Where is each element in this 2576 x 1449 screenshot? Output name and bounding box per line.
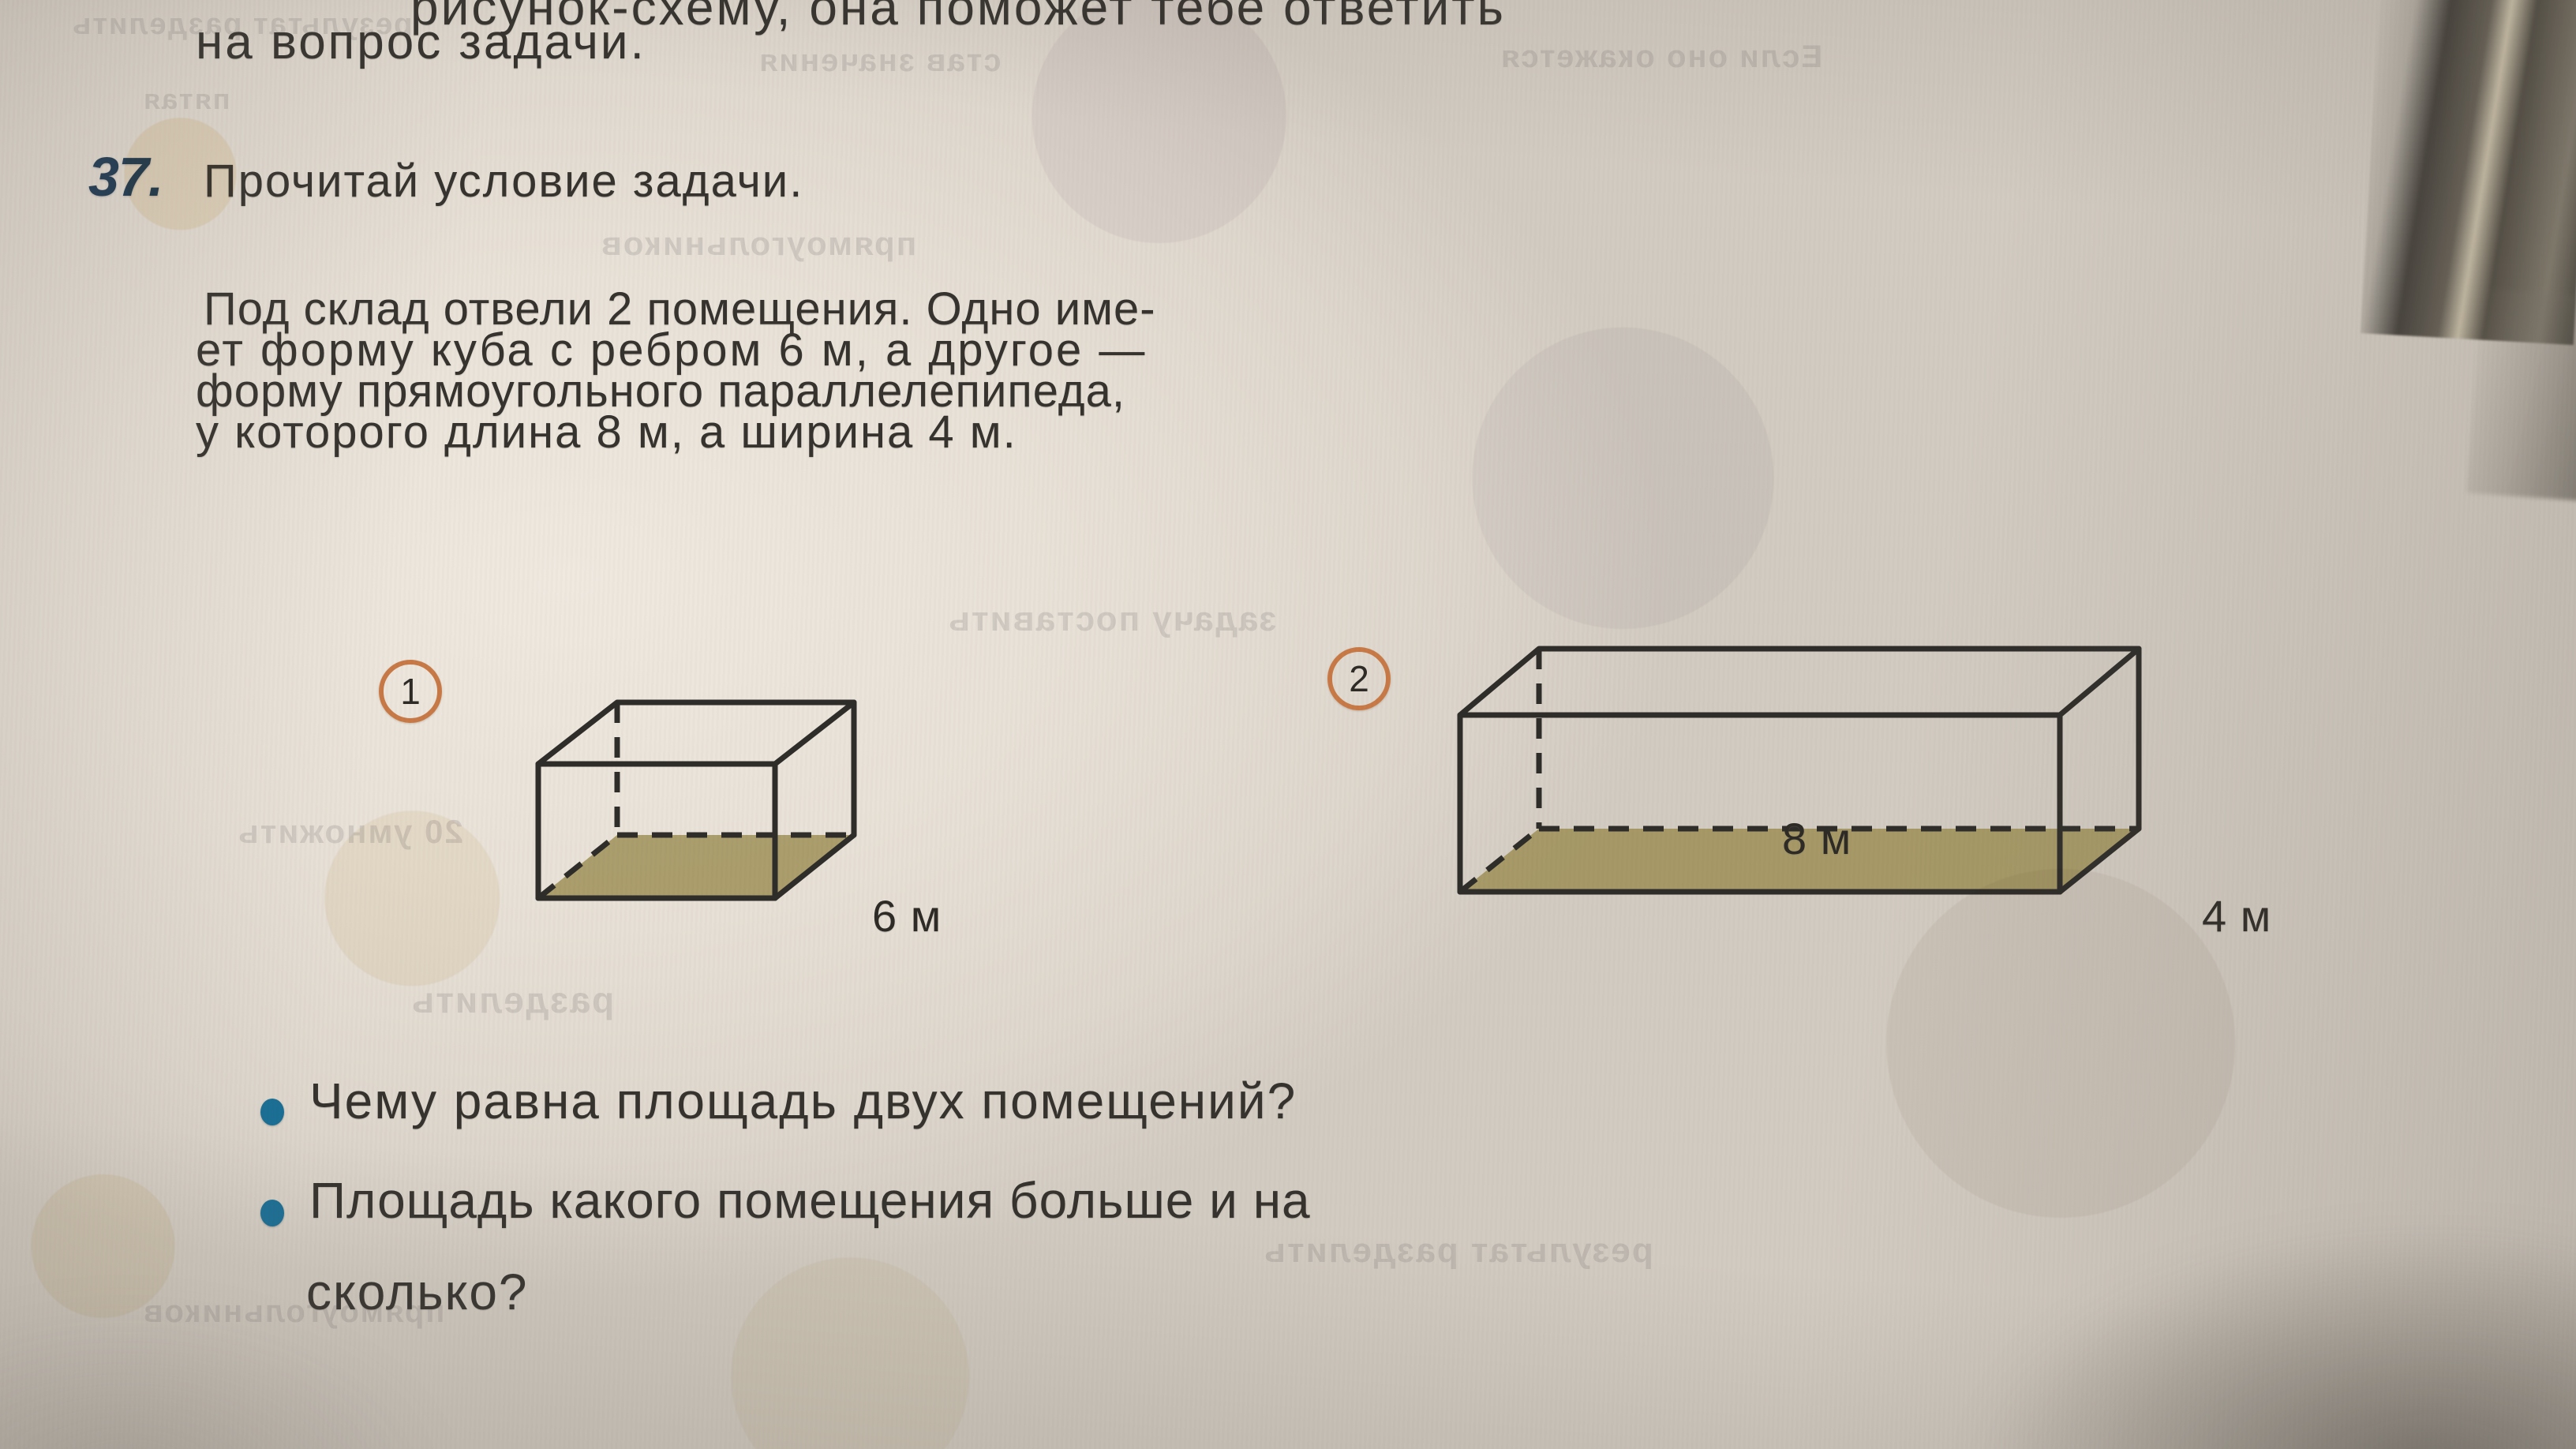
task-instruction: Прочитай условие задачи. xyxy=(204,155,804,207)
statement-line: у которого длина 8 м, а ширина 4 м. xyxy=(196,406,1017,458)
top-partial-line-1: рисунок-схему, она поможет тебе ответить xyxy=(410,0,1506,36)
statement-line: ет форму куба с ребром 6 м, а другое — xyxy=(196,324,1148,376)
box-width-label: 4 м xyxy=(2202,891,2272,941)
cube-edge-label: 6 м xyxy=(872,891,942,941)
figure-marker-2: 2 xyxy=(1327,647,1391,710)
question-line: Площадь какого помещения больше и на xyxy=(309,1172,1311,1229)
statement-line: форму прямоугольного параллелепипеда, xyxy=(196,365,1125,417)
question-line: Чему равна площадь двух помещений? xyxy=(309,1073,1297,1129)
cube-figure xyxy=(535,699,857,901)
question-bullet-icon xyxy=(260,1200,284,1226)
task-number: 37. xyxy=(88,146,163,208)
statement-line: Под склад отвели 2 помещения. Одно име- xyxy=(204,283,1156,335)
figure-marker-1: 1 xyxy=(379,660,442,723)
question-bullet-icon xyxy=(260,1099,284,1125)
box-length-label: 8 м xyxy=(1782,814,1852,863)
page-edge-shadow-lower xyxy=(2466,288,2576,501)
top-partial-line-2: на вопрос задачи. xyxy=(196,15,646,69)
parallelepiped-figure xyxy=(1457,646,2142,895)
question-line: сколько? xyxy=(306,1264,529,1320)
